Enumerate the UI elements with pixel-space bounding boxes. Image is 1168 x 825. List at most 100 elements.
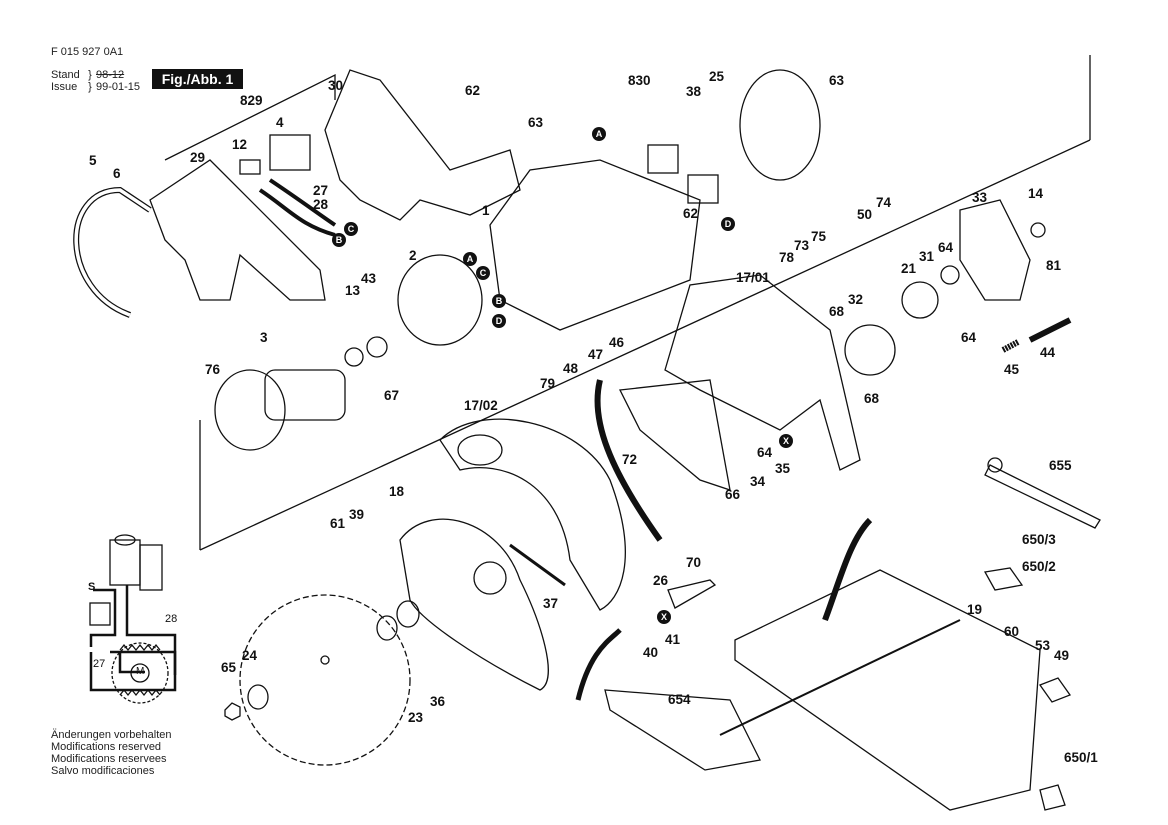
wire-schematic: [118, 652, 145, 674]
part-label: 4: [276, 115, 284, 130]
upper-blade-guard: [439, 418, 626, 611]
depth-lever-40: [575, 628, 622, 701]
part-label: 65: [221, 660, 237, 675]
handle-half-left: [149, 159, 326, 301]
part-label: 38: [686, 84, 702, 99]
ring-36: [396, 600, 420, 628]
part-label: 35: [775, 461, 791, 476]
wiring-diagram: [89, 534, 177, 704]
part-label: 60: [1004, 624, 1020, 639]
part-label: 650/3: [1022, 532, 1056, 547]
note-en: Modifications reserved: [51, 741, 162, 753]
rip-fence-bar: [719, 619, 961, 736]
part-label: 64: [938, 240, 954, 255]
lead-27: [258, 188, 336, 237]
part-label: 39: [349, 507, 365, 522]
part-label: 72: [622, 452, 638, 467]
knob-650-1: [1039, 784, 1066, 811]
spring-45: [1001, 339, 1020, 353]
part-label: 33: [972, 190, 988, 205]
part-label: 12: [232, 137, 248, 152]
saw-blade: [239, 594, 411, 766]
armature-fan: [214, 369, 286, 451]
part-label: 650/2: [1022, 559, 1056, 574]
part-label: 61: [330, 516, 346, 531]
gear-21: [901, 281, 939, 319]
part-label: 14: [1028, 186, 1044, 201]
wire-schematic: [89, 588, 117, 647]
part-label: 31: [919, 249, 935, 264]
modification-notes: Änderungen vorbehalten Modifications res…: [51, 729, 171, 777]
part-label: 650/1: [1064, 750, 1098, 765]
connector-marker-a: A: [463, 252, 477, 266]
field-coil: [397, 254, 483, 346]
end-cap: [739, 69, 821, 181]
part-label: 47: [588, 347, 604, 362]
part-label: 21: [901, 261, 917, 276]
lever-47: [594, 379, 663, 542]
part-label: 5: [89, 153, 97, 168]
wiring-label-28: 28: [165, 613, 178, 625]
connector-marker-x: X: [657, 610, 671, 624]
handle-schematic: [139, 544, 163, 591]
part-label: 62: [683, 206, 699, 221]
issue-label: Issue: [51, 81, 78, 93]
part-label: 76: [205, 362, 221, 377]
section-divider-line: [199, 139, 1091, 551]
bevel-quadrant: [822, 517, 873, 622]
connector-marker-a: A: [592, 127, 606, 141]
motor-boundary: [111, 642, 169, 704]
wire-schematic: [110, 650, 177, 675]
part-label: 73: [794, 238, 810, 253]
guard-bump: [457, 434, 503, 466]
bolt-65: [224, 702, 241, 721]
connector-marker-b: B: [492, 294, 506, 308]
part-label: 26: [653, 573, 669, 588]
part-label: 2: [409, 248, 417, 263]
part-label: 13: [345, 283, 361, 298]
document-code: F 015 927 0A1: [51, 46, 124, 58]
part-label: 66: [725, 487, 741, 502]
part-label: 830: [628, 73, 651, 88]
part-label: 81: [1046, 258, 1062, 273]
part-label: 27: [313, 183, 329, 198]
part-label: 17/01: [736, 270, 770, 285]
figure-badge: Fig./Abb. 1: [152, 69, 243, 89]
wiring-label-27: 27: [93, 658, 106, 670]
part-label: 17/02: [464, 398, 498, 413]
connector-marker-d: D: [492, 314, 506, 328]
part-label: 19: [967, 602, 983, 617]
part-label: 1: [482, 203, 490, 218]
part-label: 45: [1004, 362, 1020, 377]
switch: [269, 134, 311, 171]
revision-block: Stand}98-12 Issue}99-01-15: [51, 69, 140, 93]
part-label: 41: [665, 632, 681, 647]
part-label: 40: [643, 645, 659, 660]
washer-23: [376, 615, 398, 641]
part-label: 36: [430, 694, 446, 709]
note-es: Salvo modificaciones: [51, 765, 155, 777]
switch-schematic: [109, 539, 141, 586]
power-cord-inner: [74, 188, 151, 317]
part-label: 78: [779, 250, 795, 265]
switch-button-schematic: [114, 534, 136, 546]
wrench-655: [984, 464, 1101, 529]
field-winding-bottom: [119, 688, 161, 697]
wrench-hex: [987, 457, 1003, 473]
rip-fence-654: [604, 689, 761, 771]
bracket-829: [164, 73, 336, 161]
part-label: 67: [384, 388, 400, 403]
lower-blade-guard: [399, 518, 549, 691]
bearing-seat-43: [366, 336, 388, 358]
motor-symbol-circle: [130, 663, 150, 683]
gearbox-cover-33: [959, 199, 1031, 301]
part-label: 32: [848, 292, 864, 307]
brace-icon: }: [88, 69, 92, 81]
base-plate: [734, 569, 1041, 811]
part-label: 34: [750, 474, 766, 489]
suppressor-schematic: [89, 602, 111, 626]
part-label: 64: [757, 445, 773, 460]
part-label: 62: [465, 83, 481, 98]
part-label: 46: [609, 335, 625, 350]
